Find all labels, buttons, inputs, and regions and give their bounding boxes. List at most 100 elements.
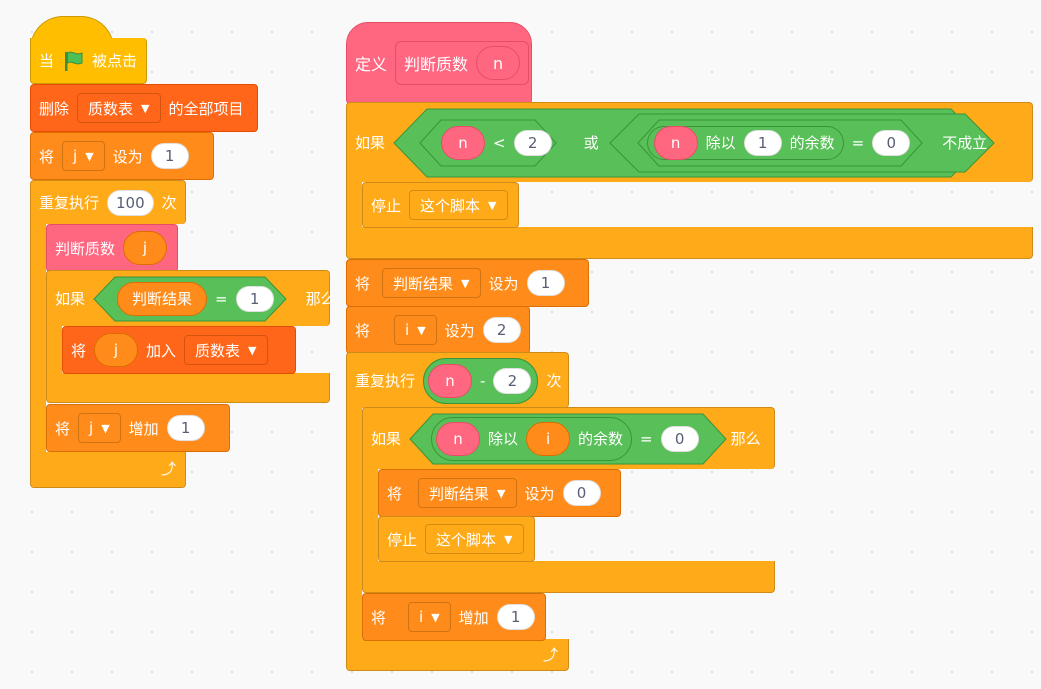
when-flag-clicked-block[interactable]: 当 被点击 (30, 38, 147, 84)
if-n-mod-i-equals-0-block[interactable]: 如果 n 除以 i 的余数 = 0 那么 (362, 407, 775, 469)
procedure-name: 判断质数 (55, 239, 116, 258)
subtract-operator[interactable]: n - 2 (423, 357, 539, 404)
change-by-label: 增加 (128, 419, 159, 438)
or-operator[interactable]: n < 2 或 n 除以 1 的余 (393, 108, 1041, 178)
change-by-label: 增加 (458, 608, 489, 627)
list-name: 质数表 (88, 99, 134, 118)
n-reporter[interactable]: n (436, 421, 481, 456)
set-i-block[interactable]: 将 i▼ 设为 2 (346, 306, 530, 354)
repeat-arm (30, 223, 46, 453)
if2-arm (362, 468, 378, 562)
dropdown-arrow-icon: ▼ (85, 149, 94, 163)
param-n-reporter[interactable]: n (476, 46, 521, 80)
value-input[interactable]: 1 (743, 129, 782, 156)
times-label: 次 (161, 194, 177, 212)
set-to-label: 设为 (524, 484, 555, 503)
n-reporter[interactable]: n (428, 363, 473, 398)
value-input[interactable]: 2 (482, 317, 521, 343)
if2-footer (362, 561, 775, 593)
set-label: 将 (55, 419, 71, 438)
set-label: 将 (355, 274, 371, 293)
value-input[interactable]: 0 (562, 480, 601, 506)
var-name: 判断结果 (393, 274, 454, 293)
stop-this-script-block[interactable]: 停止 这个脚本▼ (362, 182, 519, 228)
delete-all-of-list-block[interactable]: 删除 质数表▼ 的全部项目 (30, 84, 258, 132)
var-name: i (405, 321, 410, 339)
loop-arrow-icon: ⤴ (161, 460, 177, 478)
change-j-block[interactable]: 将 j▼ 增加 1 (46, 404, 230, 452)
value-input[interactable]: 1 (150, 143, 189, 169)
dropdown-arrow-icon: ▼ (101, 421, 110, 435)
set-result-1-block[interactable]: 将 判断结果▼ 设为 1 (346, 259, 589, 307)
i-reporter[interactable]: i (526, 421, 571, 456)
if-arm (46, 325, 62, 375)
procedure-prototype[interactable]: 判断质数 n (395, 41, 530, 85)
value-input[interactable]: 1 (496, 604, 535, 630)
dropdown-arrow-icon: ▼ (504, 532, 513, 546)
value-input[interactable]: 1 (526, 270, 565, 296)
mod-operator[interactable]: n 除以 1 的余数 (646, 125, 844, 160)
repeat-100-block[interactable]: 重复执行 100 次 (30, 180, 186, 224)
when-label: 当 (39, 52, 55, 70)
var-name: j (89, 419, 94, 437)
loop-arrow-icon: ⤴ (543, 646, 559, 664)
not-operator[interactable]: n 除以 1 的余数 = 0 不成立 (608, 113, 1016, 173)
less-than-label: < (493, 133, 506, 152)
procedure-name: 判断质数 (404, 55, 469, 74)
repeat2-arm (346, 407, 362, 640)
not-label: 不成立 (942, 134, 988, 152)
define-is-prime-hat[interactable]: 定义 判断质数 n (346, 22, 532, 104)
set-j-block[interactable]: 将 j▼ 设为 1 (30, 132, 214, 180)
minus-label: - (480, 371, 486, 390)
repeat-times-input[interactable]: 100 (107, 189, 154, 216)
variable-dropdown-i[interactable]: i▼ (394, 315, 437, 345)
dropdown-arrow-icon: ▼ (488, 198, 497, 212)
n-reporter[interactable]: n (441, 125, 486, 160)
list-dropdown[interactable]: 质数表▼ (184, 335, 268, 365)
green-flag-icon (65, 51, 83, 71)
equals-label: = (640, 429, 653, 448)
if-result-equals-1-block[interactable]: 如果 判断结果 = 1 那么 (46, 270, 336, 326)
stop-this-script-block[interactable]: 停止 这个脚本▼ (378, 516, 535, 562)
value-input[interactable]: 0 (872, 129, 911, 156)
equals-operator[interactable]: n 除以 i 的余数 = 0 (409, 413, 727, 465)
stop-option-dropdown[interactable]: 这个脚本▼ (409, 190, 508, 220)
value-input[interactable]: 2 (493, 367, 532, 394)
value-input[interactable]: 2 (513, 129, 552, 156)
stop-option-dropdown[interactable]: 这个脚本▼ (425, 524, 524, 554)
list-dropdown[interactable]: 质数表▼ (77, 93, 161, 123)
j-reporter[interactable]: j (94, 333, 139, 367)
remainder-label: 的余数 (789, 134, 835, 152)
equals-operator[interactable]: 判断结果 = 1 (93, 276, 298, 322)
set-label: 将 (371, 608, 387, 627)
var-name: 判断结果 (429, 484, 490, 503)
dropdown-arrow-icon: ▼ (497, 486, 506, 500)
less-than-operator[interactable]: n < 2 (419, 119, 574, 167)
set-to-label: 设为 (488, 274, 519, 293)
set-result-0-block[interactable]: 将 判断结果▼ 设为 0 (378, 469, 621, 517)
value-input[interactable]: 0 (660, 425, 699, 452)
if-n-lt-2-or-block[interactable]: 如果 n < 2 或 n (346, 102, 1033, 182)
dropdown-arrow-icon: ▼ (431, 610, 440, 624)
variable-dropdown-result[interactable]: 判断结果 ▼ (418, 478, 517, 508)
variable-dropdown-result[interactable]: 判断结果▼ (382, 268, 481, 298)
result-variable-reporter[interactable]: 判断结果 (117, 281, 208, 316)
value-input[interactable]: 1 (235, 285, 274, 312)
var-name: i (419, 608, 424, 626)
change-i-block[interactable]: 将 i▼ 增加 1 (362, 593, 546, 641)
if1-footer (346, 227, 1033, 259)
set-label: 将 (355, 321, 371, 340)
value-input[interactable]: 1 (166, 415, 205, 441)
list-name: 质数表 (195, 341, 241, 360)
if1-arm (346, 181, 362, 229)
variable-dropdown-i[interactable]: i▼ (408, 602, 451, 632)
equals-operator[interactable]: n 除以 1 的余数 = 0 (636, 119, 933, 167)
variable-dropdown-j[interactable]: j▼ (78, 413, 121, 443)
j-reporter[interactable]: j (123, 231, 168, 265)
n-reporter[interactable]: n (653, 125, 698, 160)
repeat-n-minus-2-block[interactable]: 重复执行 n - 2 次 (346, 352, 569, 408)
variable-dropdown-j[interactable]: j▼ (62, 141, 105, 171)
call-is-prime-block[interactable]: 判断质数 j (46, 224, 178, 272)
mod-operator[interactable]: n 除以 i 的余数 (431, 416, 633, 461)
add-to-list-block[interactable]: 将 j 加入 质数表▼ (62, 326, 296, 374)
